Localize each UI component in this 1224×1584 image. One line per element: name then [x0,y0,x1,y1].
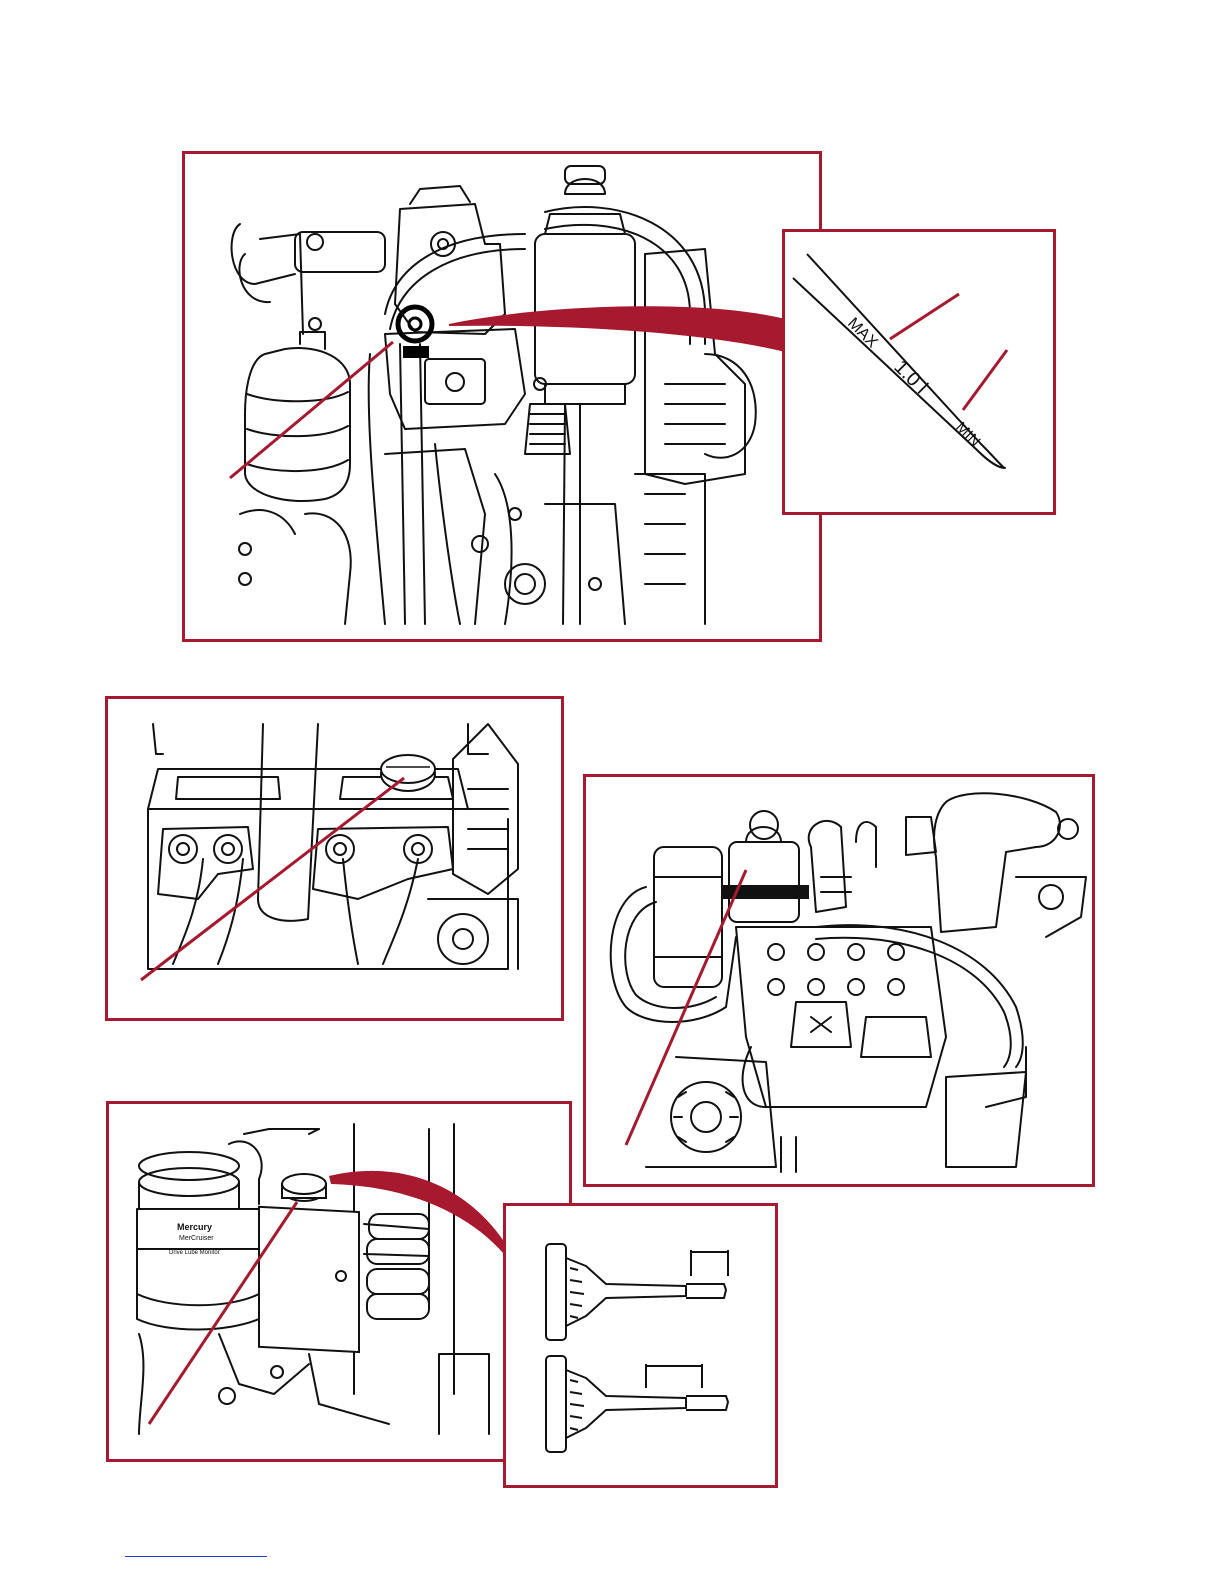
oil-fill-cap [381,755,435,791]
max-mark-leader [890,294,959,339]
cap-dipstick-detail-figure [503,1203,778,1488]
capacity-label: 1.0 l [889,356,931,398]
cap-dipstick-illustration [506,1206,775,1485]
engine-dipstick-figure [182,151,822,642]
min-label: MIN [952,419,983,450]
reservoir-fill-cap [259,1174,359,1352]
dipstick-handle [403,346,429,358]
tank-brand-line3: Drive Lube Monitor [169,1250,220,1256]
reservoir-leader [626,870,746,1145]
dipstick-detail-figure: MAX 1.0 l MIN [782,229,1056,515]
tank-brand-line2: MerCruiser [179,1235,214,1242]
min-mark-leader [963,350,1007,410]
tank-brand-line1: Mercury [177,1222,212,1232]
max-label: MAX [844,315,881,352]
footer-link-rule [125,1556,267,1557]
engine-illustration [185,154,819,639]
dipstick-illustration: MAX 1.0 l MIN [785,232,1053,512]
reservoir-illustration: Mercury MerCruiser Drive Lube Monitor [109,1104,569,1459]
fill-cap-illustration [108,699,561,1018]
engine-side-figure [583,774,1095,1187]
engine-illustration [586,777,1092,1184]
oil-fill-cap-figure [105,696,564,1021]
